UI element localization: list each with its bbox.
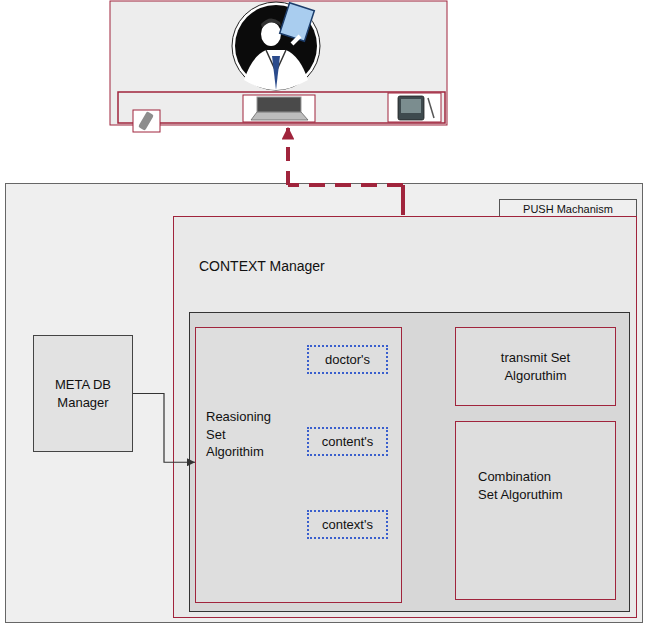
algorithm-box: transmit Set Algoruthim: [455, 327, 616, 406]
mobile-phone-icon: [133, 110, 160, 132]
factor-box: context's: [307, 510, 388, 539]
node-label: transmit Set Algoruthim: [486, 349, 586, 384]
push-panel: PUSH MachanismMETA DB Manager CONTEXT Man…: [5, 183, 643, 623]
label-holder: CONTEXT Manager: [199, 257, 419, 276]
label-holder: Reasioning Set Algorithim: [206, 408, 284, 461]
device-row: [118, 92, 445, 123]
label-holder: Combination Set Algoruthim: [478, 468, 564, 503]
doctor-figure: [232, 2, 320, 90]
laptop-icon: [243, 95, 315, 122]
label-holder: doctor's: [309, 347, 386, 372]
label-holder: context's: [309, 512, 386, 537]
label-holder: META DB Manager: [34, 336, 132, 451]
node-label: content's: [322, 433, 374, 451]
node-label: CONTEXT Manager: [199, 257, 419, 276]
node-label: META DB Manager: [44, 376, 122, 411]
factor-box: doctor's: [307, 345, 388, 374]
pda-icon: [388, 93, 441, 122]
context-manager-panel: CONTEXT ManagerReasioning Set Algorithim…: [173, 216, 637, 618]
push-link-arrow: [286, 128, 290, 185]
data-flow-arrow: [133, 394, 195, 463]
node-label: doctor's: [325, 351, 370, 369]
push-link-line: [288, 183, 403, 187]
algorithm-box: Combination Set Algoruthim: [455, 421, 616, 600]
node-label: PUSH Machanism: [523, 202, 613, 217]
manager-box: META DB Manager: [33, 335, 133, 452]
node-label: Combination Set Algoruthim: [478, 468, 564, 503]
label-holder: transmit Set Algoruthim: [456, 328, 615, 405]
label-holder: content's: [309, 429, 386, 454]
algorithm-box: Reasioning Set Algorithim doctor's content…: [195, 327, 402, 603]
client-panel: [110, 1, 447, 125]
node-label: context's: [322, 516, 373, 534]
factor-box: content's: [307, 427, 388, 456]
push-link-line: [401, 185, 405, 215]
node-label: Reasioning Set Algorithim: [206, 408, 284, 461]
